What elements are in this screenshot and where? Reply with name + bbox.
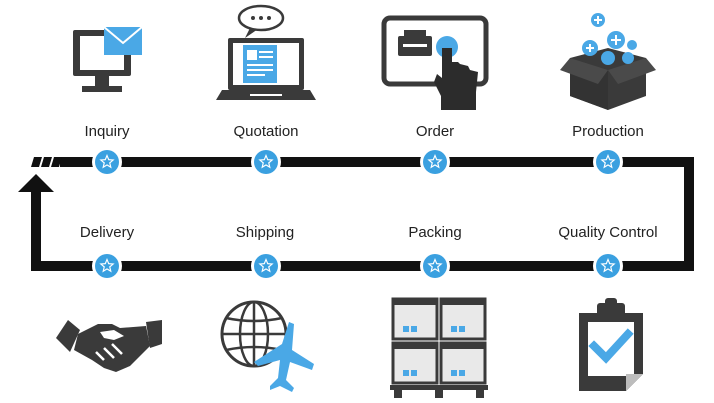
step-marker-inquiry (92, 147, 122, 177)
box-production-icon (560, 13, 656, 110)
step-marker-shipping (251, 251, 281, 281)
step-label-shipping: Shipping (235, 224, 295, 241)
loop-arrowhead (18, 174, 54, 192)
step-label-quotation: Quotation (233, 123, 299, 140)
globe-plane-icon (220, 300, 314, 392)
handshake-icon (56, 320, 162, 372)
stacked-boxes-icon (390, 297, 488, 398)
process-loop (18, 157, 694, 271)
step-label-order: Order (415, 123, 455, 140)
step-label-delivery: Delivery (79, 224, 135, 241)
loop-dashed-tail (31, 157, 62, 167)
laptop-quote-icon (216, 4, 316, 100)
step-marker-quality-control (593, 251, 623, 281)
monitor-mail-icon (73, 26, 143, 92)
clipboard-check-icon (579, 298, 643, 391)
step-marker-delivery (92, 251, 122, 281)
step-marker-order (420, 147, 450, 177)
step-label-quality-control: Quality Control (558, 224, 658, 241)
touchscreen-order-icon (381, 15, 489, 110)
step-marker-packing (420, 251, 450, 281)
step-label-production: Production (572, 123, 644, 140)
step-marker-quotation (251, 147, 281, 177)
step-markers (92, 147, 623, 281)
step-marker-production (593, 147, 623, 177)
step-label-packing: Packing (408, 224, 462, 241)
step-label-inquiry: Inquiry (84, 123, 130, 140)
